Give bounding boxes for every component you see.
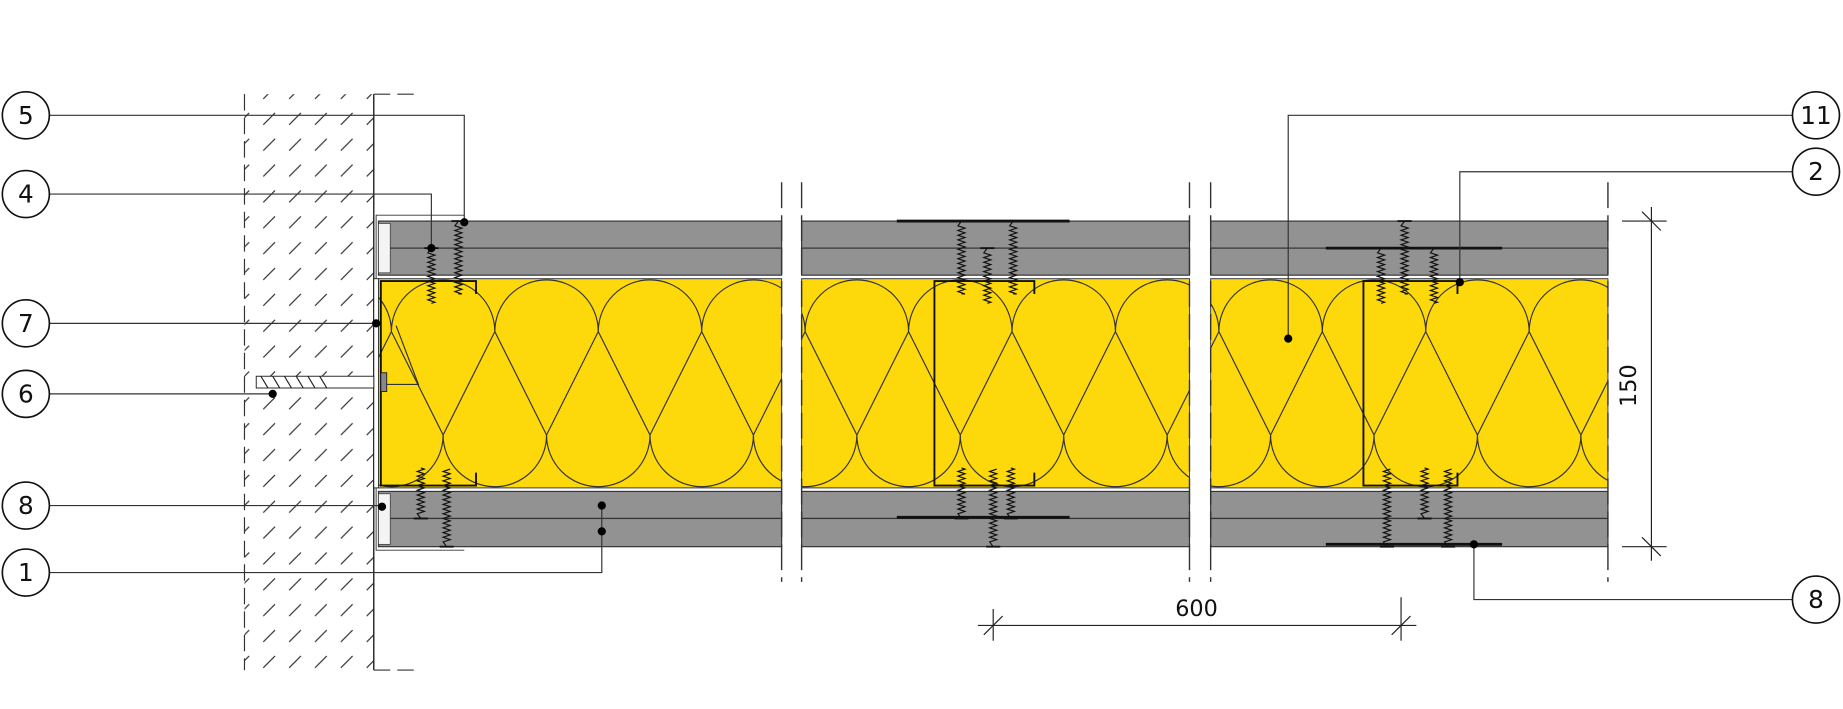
plasterboard-inner-bottom: [377, 490, 783, 520]
callout-2: 2: [1791, 147, 1841, 197]
edge-seal-bottom: [378, 493, 391, 545]
svg-text:5: 5: [18, 101, 34, 130]
screw-icon: [439, 468, 454, 548]
leader-lines: [49, 114, 1793, 601]
svg-text:6: 6: [18, 379, 34, 408]
svg-text:600: 600: [1175, 596, 1218, 622]
screw-thread: [1428, 247, 1440, 304]
screw-icon: [1379, 468, 1395, 548]
callout-4: 4: [1, 169, 51, 219]
callout-8-left: 8: [1, 481, 51, 530]
edge-trim-bottom: [375, 487, 465, 551]
screws: [413, 219, 1503, 548]
svg-text:7: 7: [18, 309, 34, 338]
screw-icon: [1417, 467, 1432, 520]
plasterboard-outer-top: [377, 220, 783, 249]
callout-6: 6: [1, 369, 51, 419]
screw-thread: [1005, 467, 1017, 519]
edge-seal-top: [378, 223, 391, 274]
screw-thread: [1375, 247, 1387, 304]
wall-anchor-icon: [255, 325, 420, 392]
screw-thread: [425, 247, 437, 304]
plasterboard-inner-top: [801, 247, 1191, 276]
screw-thread: [956, 220, 967, 295]
insulation-pattern: [378, 279, 1608, 488]
screw-thread: [1399, 220, 1410, 295]
screw-icon: [1397, 220, 1412, 295]
screw-thread: [1442, 468, 1454, 548]
callout-1: 1: [1, 548, 51, 597]
dimension-stud-spacing: 600: [977, 596, 1417, 641]
c-stud-profile: [933, 280, 1036, 487]
screw-icon: [980, 247, 995, 304]
plasterboard-outer-top: [1210, 220, 1609, 249]
screw-thread: [441, 468, 453, 548]
plasterboard-inner-bottom: [1210, 490, 1609, 520]
svg-text:4: 4: [18, 180, 34, 209]
screw-thread: [1419, 467, 1430, 519]
callout-8-right: 8: [1791, 575, 1841, 624]
screw-thread: [415, 467, 427, 519]
plasterboard-outer-top: [801, 220, 1191, 249]
screw-thread: [956, 467, 967, 519]
plasterboard-outer-bottom: [1210, 517, 1609, 548]
screw-icon: [413, 467, 428, 520]
svg-text:8: 8: [1808, 585, 1824, 614]
screw-icon: [986, 468, 1001, 548]
svg-text:11: 11: [1800, 101, 1831, 130]
edge-trim-top: [375, 214, 465, 279]
plasterboard-outer-bottom: [801, 517, 1191, 548]
callout-11: 11: [1791, 90, 1841, 140]
screw-thread: [987, 468, 999, 548]
svg-text:150: 150: [1616, 364, 1642, 407]
plasterboard-inner-top: [1210, 247, 1609, 276]
screw-icon: [1441, 468, 1456, 548]
callout-7: 7: [1, 299, 51, 348]
svg-text:8: 8: [18, 491, 34, 520]
insulation-wave-lines: [378, 279, 1608, 488]
break-lines: [780, 182, 1609, 582]
screw-thread: [1007, 220, 1019, 295]
screw-thread: [981, 247, 993, 304]
screw-thread: [1381, 468, 1393, 548]
screw-thread: [453, 220, 464, 295]
plasterboard-inner-top: [377, 247, 783, 276]
plasterboard-outer-bottom: [377, 517, 783, 548]
mineral-wool-insulation: [1210, 278, 1609, 489]
dimension-thickness: 150: [1616, 206, 1667, 561]
mineral-wool-insulation: [801, 278, 1190, 489]
svg-text:1: 1: [18, 558, 34, 587]
plasterboard-inner-bottom: [801, 490, 1191, 520]
svg-text:2: 2: [1808, 157, 1824, 186]
callout-5: 5: [1, 90, 51, 140]
